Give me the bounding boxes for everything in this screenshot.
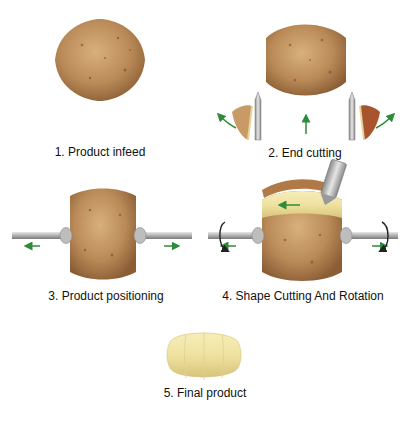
step-caption: 5. Final product	[164, 386, 247, 400]
step-caption: 4. Shape Cutting And Rotation	[222, 289, 383, 303]
step-caption: 1. Product infeed	[55, 145, 146, 159]
step-caption: 2. End cutting	[268, 146, 341, 160]
step-caption: 3. Product positioning	[48, 289, 163, 303]
